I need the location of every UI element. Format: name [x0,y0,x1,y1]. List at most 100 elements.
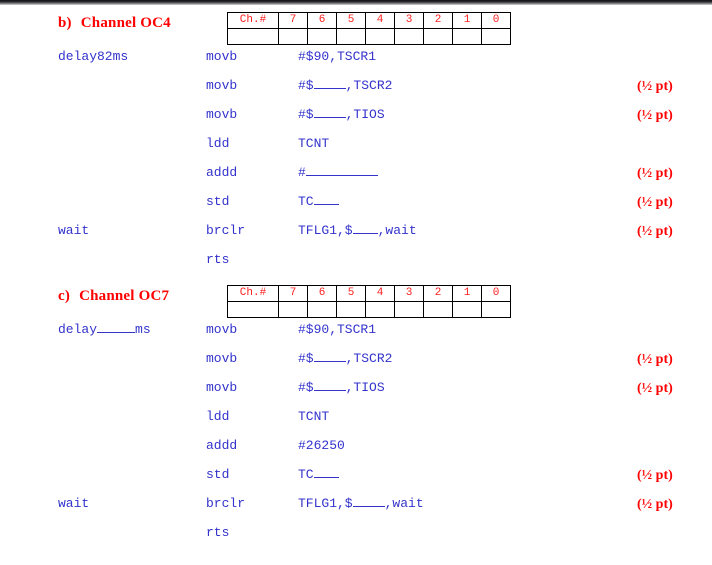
code-mnemonic-oc4-1: movb [206,78,238,93]
code-operand-blank[interactable] [352,233,378,234]
code-mnemonic-oc4-7: rts [206,252,230,267]
bit-table-value-cell[interactable] [423,28,453,45]
code-operand-oc7-6: TFLG1,$,wait [298,496,424,511]
code-label-oc7-0: delay ms [58,322,151,337]
code-operand-pre: #$90,TSCR1 [298,322,377,337]
section-letter-oc7: c) [58,288,71,304]
code-operand-oc7-3: TCNT [298,409,329,424]
code-operand-oc7-5: TC [298,467,339,482]
section-letter-oc4: b) [58,15,72,31]
code-mnemonic-oc7-0: movb [206,322,238,337]
bit-table-value-cell[interactable] [394,301,424,318]
section-title-oc4: Channel OC4 [80,15,171,31]
code-mnemonic-oc7-5: std [206,467,230,482]
code-label-suffix: ms [135,322,151,337]
code-operand-pre: TC [298,467,314,482]
code-operand-post: ,wait [377,223,417,238]
bit-table-value-row [227,301,511,318]
section-title-oc7: Channel OC7 [79,288,170,304]
bit-table-name-header: Ch.# [227,285,279,302]
bit-table-value-cell[interactable] [227,301,279,318]
bit-table-bit-header-2: 2 [423,285,453,302]
code-label-blank[interactable] [97,332,136,333]
code-label-text: delay82ms [58,49,129,64]
bit-table-value-cell[interactable] [278,28,308,45]
code-mnemonic-oc4-4: addd [206,165,238,180]
bit-table-value-cell[interactable] [452,28,482,45]
bit-table-value-cell[interactable] [394,28,424,45]
code-operand-blank[interactable] [313,117,346,118]
code-operand-pre: TC [298,194,314,209]
code-label-text: wait [58,496,90,511]
code-mnemonic-oc7-3: ldd [206,409,230,424]
code-mnemonic-oc4-6: brclr [206,223,246,238]
bit-table-bit-header-4: 4 [365,12,395,29]
code-operand-pre: TCNT [298,136,330,151]
code-mnemonic-oc4-3: ldd [206,136,230,151]
code-operand-blank[interactable] [352,506,385,507]
bit-table-bit-header-6: 6 [307,12,337,29]
bit-table-value-cell[interactable] [227,28,279,45]
bit-table-value-cell[interactable] [365,301,395,318]
bit-table-value-cell[interactable] [307,28,337,45]
code-operand-blank[interactable] [305,175,378,176]
code-operand-oc4-1: #$,TSCR2 [298,78,392,93]
bit-table-bit-header-7: 7 [278,285,308,302]
bit-table-bit-header-0: 0 [481,12,511,29]
bit-table-bit-header-0: 0 [481,285,511,302]
code-operand-blank[interactable] [313,477,339,478]
code-operand-post: ,wait [384,496,424,511]
code-operand-oc4-4: # [298,165,378,180]
code-operand-post: ,TSCR2 [345,78,393,93]
points-annotation-oc4-2: (½ pt) [637,108,673,123]
code-operand-oc4-3: TCNT [298,136,329,151]
code-mnemonic-oc4-5: std [206,194,230,209]
section-heading-oc4: b) Channel OC4 [58,15,171,32]
bit-table-bit-header-1: 1 [452,12,482,29]
code-operand-post: ,TIOS [345,380,385,395]
code-operand-oc4-6: TFLG1,$,wait [298,223,417,238]
code-operand-post: ,TIOS [345,107,385,122]
points-annotation-oc4-6: (½ pt) [637,224,673,239]
code-label-text: delay [58,322,98,337]
bit-table-value-cell[interactable] [278,301,308,318]
bit-table-value-cell[interactable] [423,301,453,318]
bit-table-value-cell[interactable] [481,301,511,318]
bit-table-value-cell[interactable] [336,28,366,45]
bit-table-value-cell[interactable] [452,301,482,318]
code-mnemonic-oc7-6: brclr [206,496,246,511]
points-annotation-oc7-5: (½ pt) [637,468,673,483]
points-annotation-oc7-1: (½ pt) [637,352,673,367]
code-operand-pre: #$ [298,107,314,122]
code-operand-oc7-0: #$90,TSCR1 [298,322,376,337]
bit-table-bit-header-7: 7 [278,12,308,29]
bit-table-value-cell[interactable] [365,28,395,45]
bit-table-bit-header-3: 3 [394,285,424,302]
bit-table-value-cell[interactable] [307,301,337,318]
code-operand-blank[interactable] [313,390,346,391]
code-operand-blank[interactable] [313,204,339,205]
code-operand-blank[interactable] [313,88,346,89]
code-operand-oc4-2: #$ ,TIOS [298,107,385,122]
code-label-oc7-6: wait [58,496,89,511]
code-mnemonic-oc7-1: movb [206,351,238,366]
points-annotation-oc7-2: (½ pt) [637,381,673,396]
bit-table-value-cell[interactable] [481,28,511,45]
code-operand-oc7-2: #$,TIOS [298,380,385,395]
bit-table-bit-header-3: 3 [394,12,424,29]
bit-table-value-cell[interactable] [336,301,366,318]
code-operand-blank[interactable] [313,361,346,362]
code-operand-oc4-0: #$90,TSCR1 [298,49,376,64]
bit-table-name-header: Ch.# [227,12,279,29]
slide-top-band [0,0,712,5]
code-mnemonic-oc7-4: addd [206,438,238,453]
code-operand-oc4-5: TC [298,194,339,209]
code-operand-pre: #26250 [298,438,345,453]
points-annotation-oc4-1: (½ pt) [637,79,673,94]
points-annotation-oc7-6: (½ pt) [637,497,673,512]
bit-table-bit-header-5: 5 [336,12,366,29]
